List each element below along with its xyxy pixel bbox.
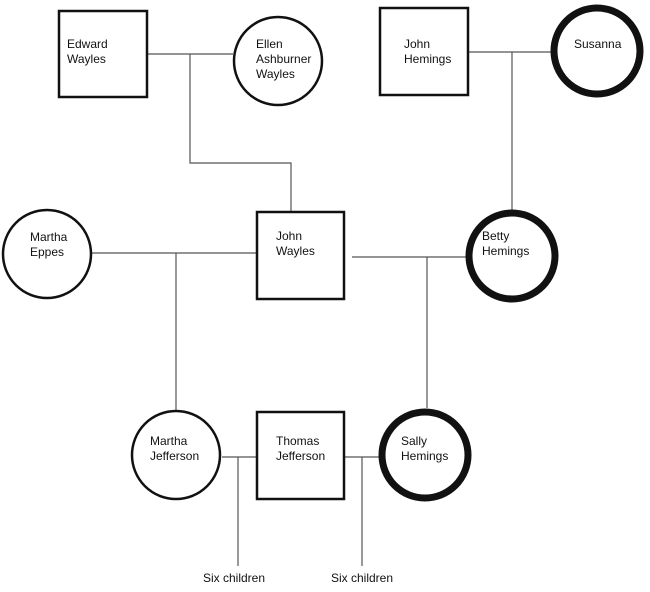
person-edward-wayles: Edward Wayles: [57, 9, 149, 99]
name-line: John: [404, 37, 430, 51]
male-square: [255, 410, 346, 501]
descent-line-john-wayles: [189, 54, 292, 212]
person-john-hemings: John Hemings: [378, 6, 470, 97]
name-line: Ellen: [256, 37, 283, 51]
person-john-wayles: John Wayles: [255, 210, 346, 301]
name-line: Hemings: [482, 244, 529, 258]
name-line: Ashburner: [256, 52, 311, 66]
name-line: Edward: [67, 37, 108, 51]
connector-lines: [92, 51, 551, 566]
jefferson-children-label: Six children: [203, 571, 265, 585]
name-line: Thomas: [276, 434, 319, 448]
person-ellen-ashburner-wayles: Ellen Ashburner Wayles: [232, 15, 324, 107]
name-line: Betty: [482, 229, 509, 243]
name-line: Sally: [401, 434, 427, 448]
name-line: John: [276, 229, 302, 243]
person-martha-jefferson: Martha Jefferson: [130, 409, 222, 501]
female-circle: [1, 208, 93, 300]
name-line: Hemings: [401, 449, 448, 463]
person-susanna: Susanna: [550, 4, 644, 98]
person-sally-hemings: Sally Hemings: [378, 408, 472, 502]
hemings-children-label: Six children: [331, 571, 393, 585]
female-circle: [232, 15, 324, 107]
name-line: Wayles: [276, 244, 315, 258]
name-line: Wayles: [67, 52, 106, 66]
person-betty-hemings: Betty Hemings: [465, 209, 559, 303]
name-line: Martha: [30, 230, 68, 244]
male-square: [255, 210, 346, 301]
name-line: Martha: [150, 434, 188, 448]
female-circle: [550, 4, 644, 98]
person-thomas-jefferson: Thomas Jefferson: [255, 410, 346, 501]
female-circle: [130, 409, 222, 501]
name-line: Jefferson: [150, 449, 199, 463]
name-line: Wayles: [256, 67, 295, 81]
male-square: [57, 9, 149, 99]
name-line: Jefferson: [276, 449, 325, 463]
name-line: Hemings: [404, 52, 451, 66]
female-circle: [465, 209, 559, 303]
name-line: Eppes: [30, 245, 64, 259]
female-circle: [378, 408, 472, 502]
person-martha-eppes: Martha Eppes: [1, 208, 93, 300]
name-line: Susanna: [574, 37, 622, 51]
male-square: [378, 6, 470, 97]
